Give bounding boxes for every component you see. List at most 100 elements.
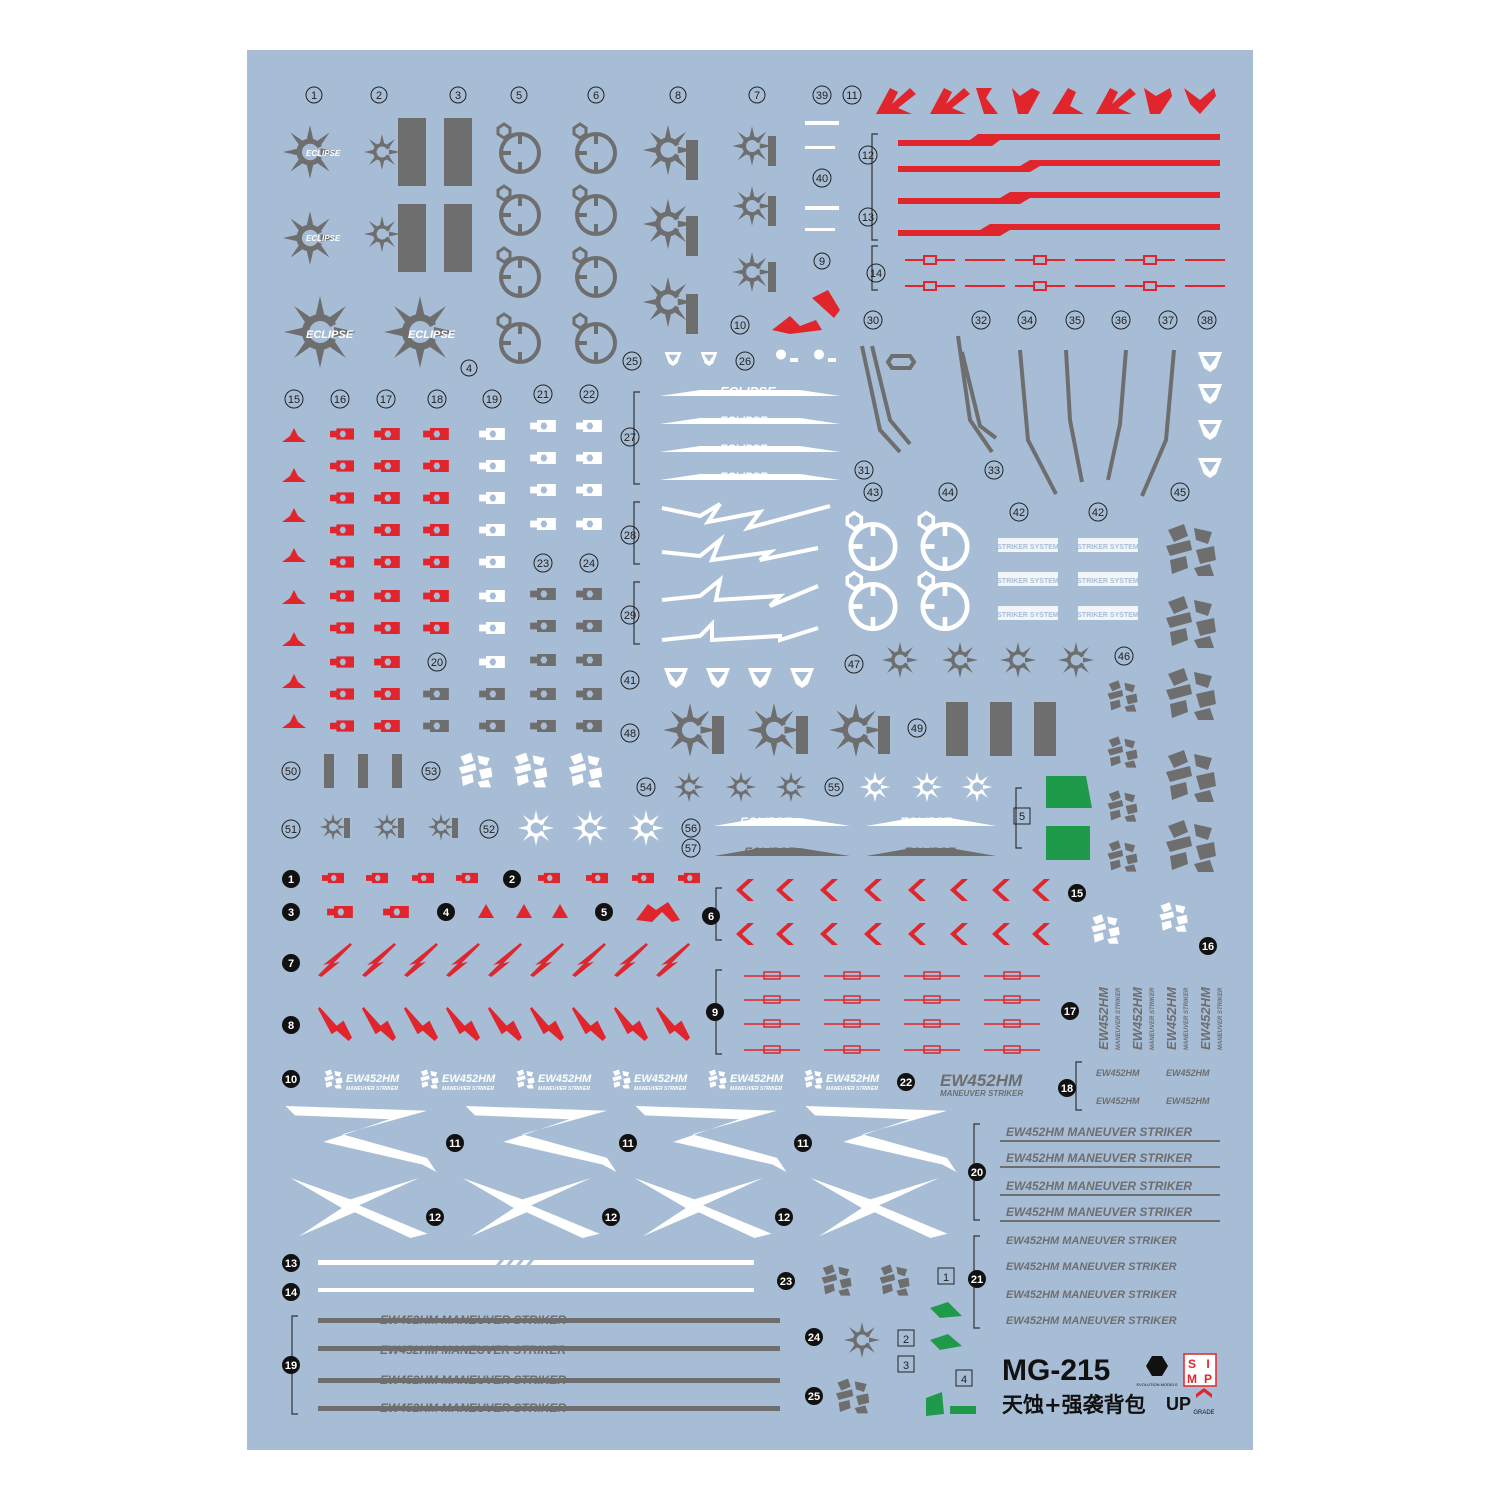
number-ring (330, 389, 350, 409)
ring-decals-grey (496, 122, 617, 364)
number-label: 33 (988, 465, 1000, 477)
number-label: 37 (1162, 315, 1174, 327)
number-ring (376, 389, 396, 409)
solid-number-label: 16 (1202, 941, 1214, 953)
white-code-sub: MANEUVER STRIKER (730, 1086, 782, 1092)
grey-banner-text: EW452HM MANEUVER STRIKER (380, 1313, 566, 1327)
kanji-emblems-small (836, 1378, 870, 1414)
number-label: 30 (867, 315, 879, 327)
white-code-sub: MANEUVER STRIKER (538, 1086, 590, 1092)
number-ring (813, 252, 831, 270)
banner-text: EW452HM MANEUVER STRIKER (1006, 1261, 1177, 1273)
grey-code: EW452HM (940, 1071, 1023, 1090)
red-chevron-row (876, 88, 1216, 114)
red-tri-emblems (282, 428, 306, 728)
maneuver-emblems-diag (1091, 902, 1188, 944)
number-ring (1111, 310, 1131, 330)
number-ring (824, 777, 844, 797)
number-ring (281, 819, 301, 839)
eclipse-label: ECLIPSE (306, 234, 341, 243)
brand-logo-icon (1146, 1356, 1168, 1376)
eclipse-banner-text: ECLIPSE (744, 845, 796, 859)
upgrade-label: UP (1166, 1394, 1191, 1414)
banner-text: EW452HM MANEUVER STRIKER (1006, 1235, 1177, 1247)
solid-number-label: 22 (900, 1077, 912, 1089)
box-number-labels: 1 2 3 4 (897, 807, 1031, 1387)
number-ring (587, 86, 605, 104)
number-ring (284, 389, 304, 409)
solid-number-label: 12 (778, 1212, 790, 1224)
ring-decals-white (847, 513, 967, 629)
number-label: 8 (675, 90, 681, 102)
solid-number-dot (282, 954, 300, 972)
number-label: 44 (942, 487, 954, 499)
number-label: 3 (455, 90, 461, 102)
number-label: 41 (624, 675, 636, 687)
solid-number-label: 14 (285, 1287, 298, 1299)
solid-number-dot (437, 903, 455, 921)
solid-number-dot (595, 903, 613, 921)
upgrade-arrow-icon (1196, 1388, 1212, 1398)
red-tags-row-3 (327, 902, 680, 922)
number-ring (863, 482, 883, 502)
vertical-code: EW452HM (1198, 986, 1213, 1050)
sun-emblem-row-54 (673, 771, 807, 803)
solid-number-label: 13 (285, 1258, 297, 1270)
number-label: 25 (626, 356, 638, 368)
number-label: 35 (1069, 315, 1081, 327)
banner-text: EW452HM MANEUVER STRIKER (1006, 1151, 1192, 1165)
solid-number-dot (794, 1134, 812, 1152)
number-ring (984, 460, 1004, 480)
number-label: 19 (486, 394, 498, 406)
product-label: MG-215 EVOLUTION MODELS S I M P 天蚀+强袭背包 … (1002, 1353, 1217, 1417)
number-label: 13 (862, 212, 874, 224)
sun-24 (844, 1322, 880, 1358)
vertical-sub: MANEUVER STRIKER (1184, 987, 1190, 1050)
solid-number-dot (282, 870, 300, 888)
number-label: 32 (975, 315, 987, 327)
red-hex-tags (330, 428, 449, 732)
number-ring (1197, 310, 1217, 330)
solid-number-label: 8 (288, 1020, 294, 1032)
solid-number-label: 21 (971, 1274, 983, 1286)
number-ring (533, 553, 553, 573)
solid-number-label: 12 (605, 1212, 617, 1224)
white-shield-column (1198, 352, 1222, 478)
number-ring (858, 145, 878, 165)
solid-number-label: 11 (797, 1138, 809, 1150)
eclipse-banner-text: ECLIPSE (900, 815, 952, 829)
banner-text: EW452HM MANEUVER STRIKER (1006, 1289, 1177, 1301)
vertical-sub: MANEUVER STRIKER (1116, 987, 1122, 1050)
number-label: 38 (1201, 315, 1213, 327)
kanji-emblems-white (459, 752, 603, 788)
number-label: 26 (739, 356, 751, 368)
number-ring (479, 819, 499, 839)
number-label: 39 (816, 90, 828, 102)
number-label: 2 (376, 90, 382, 102)
solid-number-label: 2 (509, 874, 515, 886)
number-ring (681, 838, 701, 858)
number-label: 55 (828, 782, 840, 794)
big-111 (946, 702, 1056, 756)
white-code: EW452HM (442, 1073, 496, 1085)
white-code-item (324, 1069, 343, 1089)
number-ring (579, 553, 599, 573)
number-label: 42 (1092, 507, 1104, 519)
number-label: 4 (466, 363, 472, 375)
white-code-sub: MANEUVER STRIKER (634, 1086, 686, 1092)
number-ring (907, 718, 927, 738)
solid-number-label: 7 (288, 958, 294, 970)
grey-code-18: EW452HM EW452HM EW452HM EW452HM (1096, 1068, 1210, 1106)
vertical-model-codes: EW452HM EW452HM EW452HM EW452HM MANEUVER… (1096, 986, 1224, 1050)
eclipse-banner-text: ECLIPSE (740, 815, 792, 829)
solid-number-label: 11 (449, 1138, 461, 1150)
white-v-row (664, 668, 814, 688)
white-code: EW452HM (826, 1073, 880, 1085)
number-label: 56 (685, 823, 697, 835)
big-digits (398, 118, 776, 334)
number-ring (858, 207, 878, 227)
number-label: 47 (848, 659, 860, 671)
white-code-item (708, 1069, 727, 1089)
